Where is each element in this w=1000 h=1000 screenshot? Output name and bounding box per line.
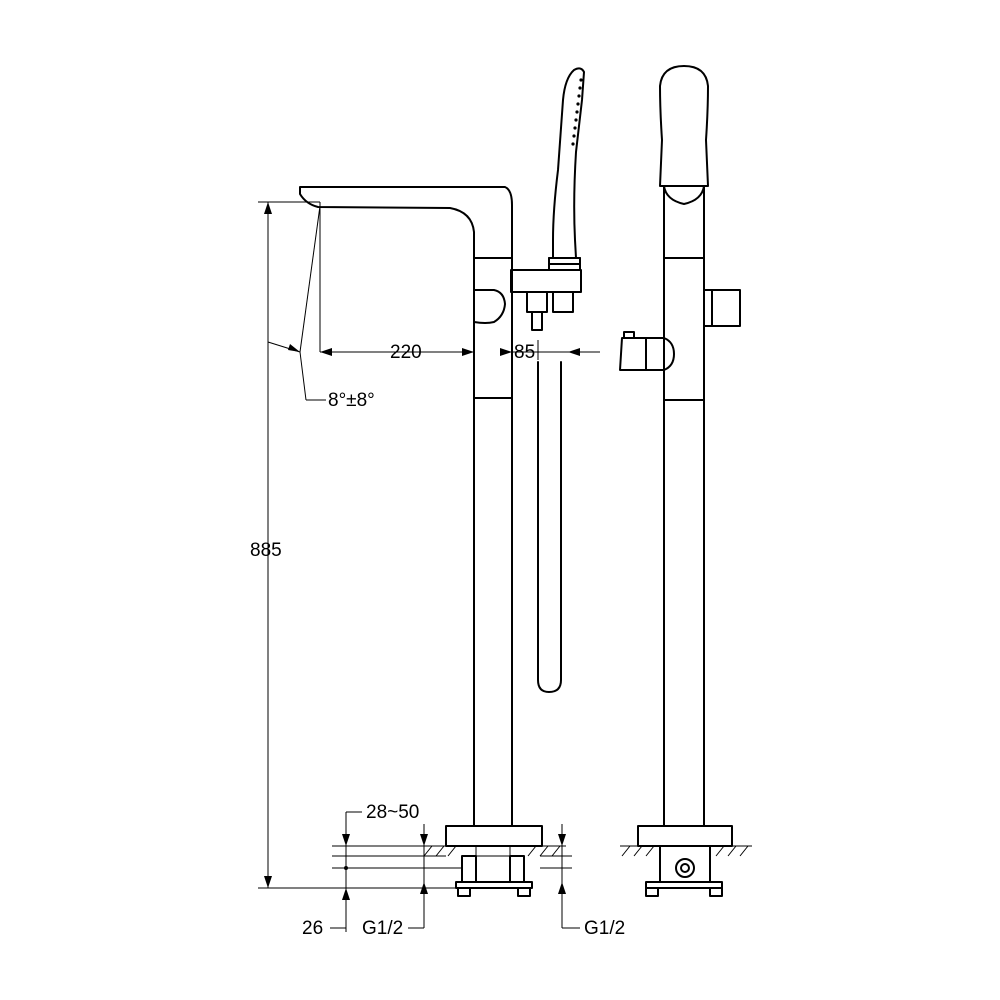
dim-handshower-offset: 85 xyxy=(514,342,535,363)
hose xyxy=(537,361,562,693)
mixer-knob xyxy=(473,289,506,324)
dim-height: 885 xyxy=(250,540,282,561)
side-knob xyxy=(619,337,675,371)
dim-base-offset: 26 xyxy=(302,918,323,939)
mounting-plate xyxy=(455,881,533,889)
floor-front xyxy=(423,845,566,857)
dim-inlet-right: G1/2 xyxy=(584,918,625,939)
dim-floor-thickness: 28~50 xyxy=(366,802,419,823)
dim-inlet-left: G1/2 xyxy=(362,918,403,939)
floor-side xyxy=(620,845,752,857)
upper-body xyxy=(473,257,513,399)
side-inlet xyxy=(675,858,695,878)
hand-shower xyxy=(552,67,585,259)
side-hand-shower xyxy=(659,65,709,187)
spout xyxy=(299,186,513,259)
mounting-feet-side xyxy=(645,887,723,897)
front-view xyxy=(299,67,585,897)
spray-nozzles xyxy=(571,78,583,146)
main-column xyxy=(473,397,513,827)
side-handle xyxy=(703,289,741,327)
side-base-flange xyxy=(637,825,733,847)
side-column xyxy=(663,185,705,827)
side-view xyxy=(619,65,752,897)
dimension-lines xyxy=(258,201,600,932)
mounting-feet-front xyxy=(457,887,531,897)
dim-spout-angle: 8°±8° xyxy=(328,390,375,411)
dim-spout-reach: 220 xyxy=(390,342,422,363)
base-flange xyxy=(445,825,543,847)
handshower-holder xyxy=(510,269,582,293)
